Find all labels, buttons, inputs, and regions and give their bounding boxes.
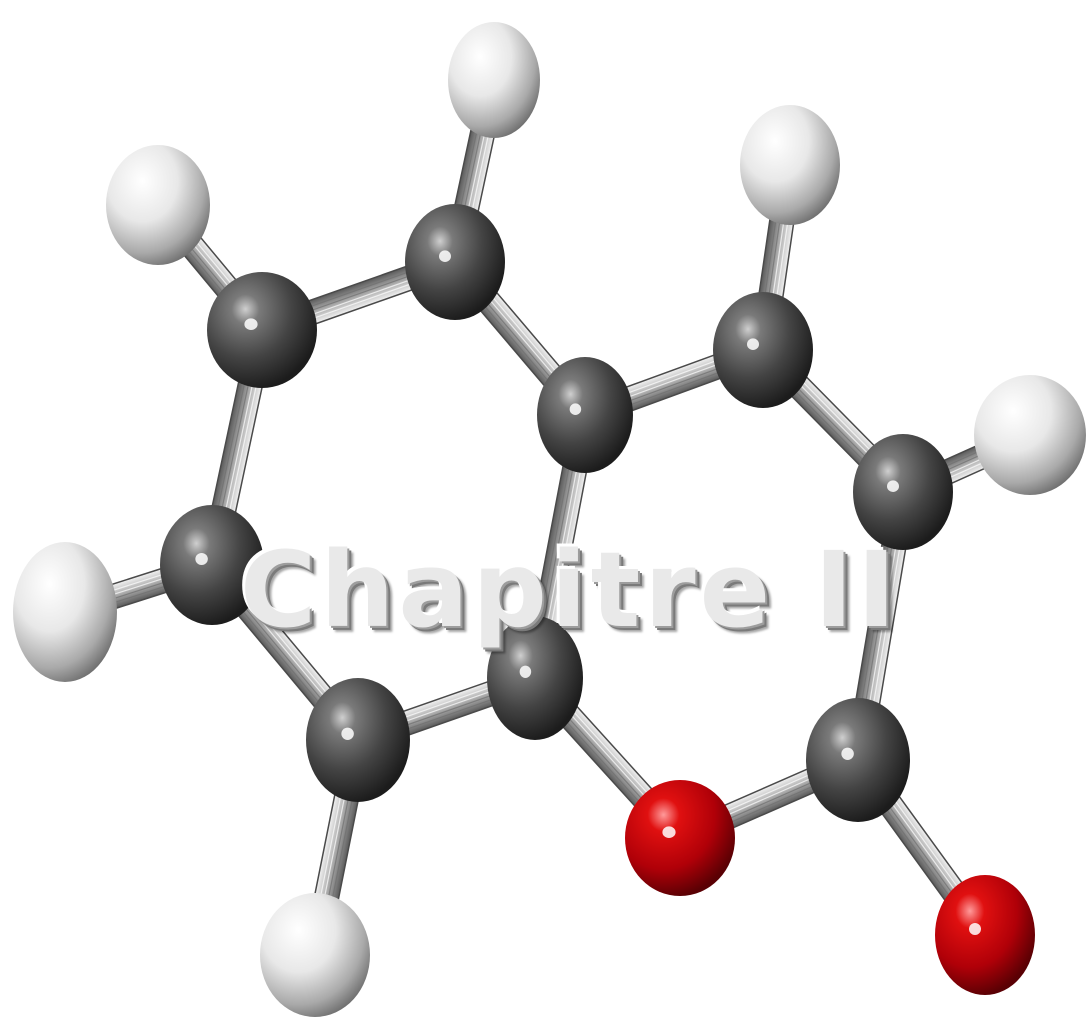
atom-highlight-c8 — [841, 747, 854, 760]
atom-h-h2 — [106, 145, 210, 265]
atom-highlight-c2 — [244, 318, 258, 331]
atom-c-c7 — [487, 616, 583, 740]
atom-h-h5 — [13, 542, 117, 682]
atom-c-c3 — [713, 292, 813, 408]
atom-c-c9 — [306, 678, 410, 802]
atom-highlight-c1 — [439, 250, 451, 262]
atom-highlight-c3 — [747, 338, 759, 351]
atom-highlight-c6 — [195, 553, 208, 565]
atom-o-o2 — [935, 875, 1035, 995]
atom-c-c2 — [207, 272, 317, 388]
atom-c-c6 — [160, 505, 264, 625]
atom-highlight-c9 — [341, 727, 354, 740]
atom-c-c8 — [806, 698, 910, 822]
atom-c-c4 — [537, 357, 633, 473]
atom-highlight-o1 — [662, 826, 676, 838]
atom-o-o1 — [625, 780, 735, 896]
atom-h-h1 — [448, 22, 540, 138]
atom-c-c5 — [853, 434, 953, 550]
atom-h-h6 — [260, 893, 370, 1017]
atom-highlight-c5 — [887, 480, 899, 493]
atom-c-c1 — [405, 204, 505, 320]
atom-h-h3 — [740, 105, 840, 225]
atom-h-h4 — [974, 375, 1086, 495]
atom-highlight-c7 — [519, 665, 532, 678]
atom-highlight-o2 — [969, 923, 981, 935]
chapter-title: Chapitre II — [240, 529, 900, 651]
atoms-group — [13, 22, 1086, 1017]
atom-highlight-c4 — [569, 403, 582, 416]
